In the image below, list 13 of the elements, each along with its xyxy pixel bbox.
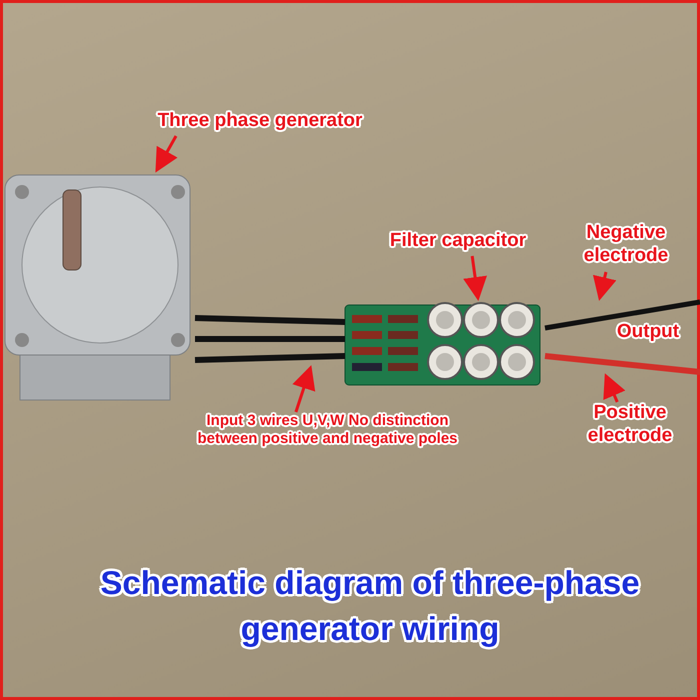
- arrow: [292, 365, 316, 412]
- callout-label: Positive electrode: [565, 402, 695, 452]
- callout-label: Three phase generator: [135, 110, 385, 136]
- arrow: [155, 135, 178, 173]
- callout-label: Output: [616, 321, 680, 344]
- wire-drawing: [545, 350, 700, 376]
- title: Schematic diagram of three-phase generator wiring: [99, 563, 641, 650]
- callout-label: Filter capacitor: [368, 230, 548, 256]
- callout-label: Input 3 wires U,V,W No distinction between positive and negative poles: [195, 412, 460, 472]
- arrow: [463, 256, 487, 301]
- callout-label: Negative electrode: [556, 222, 696, 272]
- arrow: [603, 373, 626, 403]
- arrow: [592, 272, 616, 301]
